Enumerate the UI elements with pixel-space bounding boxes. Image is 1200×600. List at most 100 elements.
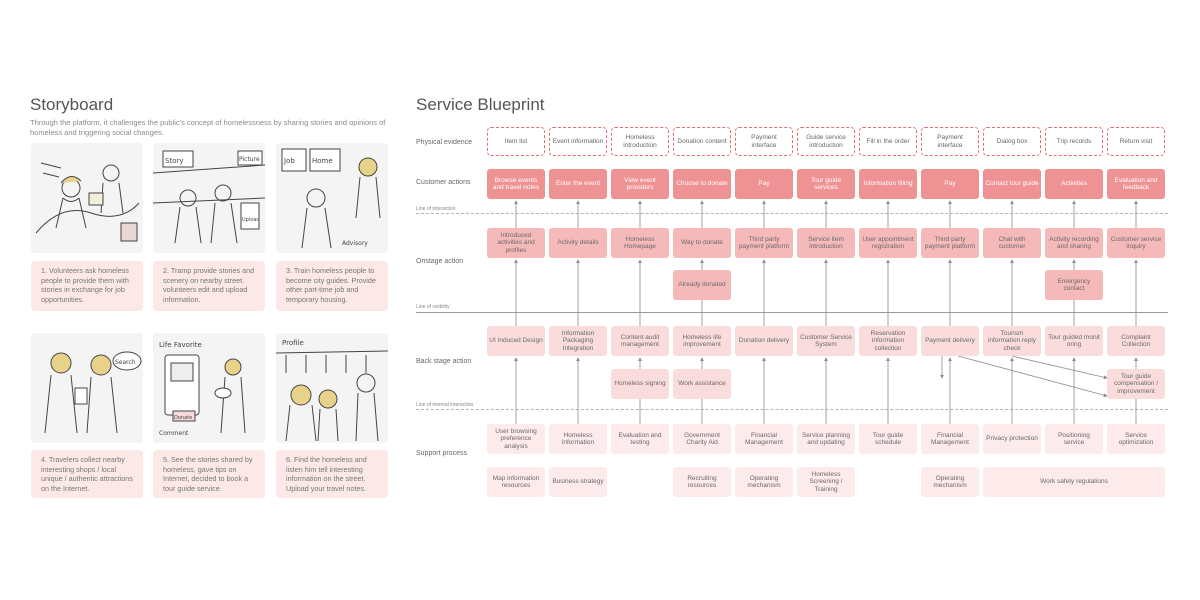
physical-evidence-donation-content: Donation content: [673, 127, 731, 156]
sketch-street-story-illustration: Story Picture Upload: [153, 150, 265, 244]
customer-action-tour-guide: Tour guide services: [797, 169, 855, 199]
storyboard-sketch-1: [31, 143, 143, 253]
line-of-visibility-label: Line of visibility: [416, 304, 450, 310]
customer-action-pay-2: Pay: [921, 169, 979, 199]
support-business-strategy: Business strategy: [549, 467, 607, 497]
svg-text:Donate: Donate: [174, 415, 192, 421]
row-label-onstage: Onstage action: [416, 258, 464, 265]
support-privacy-protection: Privacy protection: [983, 424, 1041, 454]
storyboard-sketch-3: Job Home Advisory: [276, 143, 388, 253]
storyboard-title: Storyboard: [30, 95, 114, 114]
backstage-reservation-info: Reservation information collection: [859, 326, 917, 356]
line-of-interaction-label: Line of interaction: [416, 206, 456, 212]
physical-evidence-fill-order: Fill in the order: [859, 127, 917, 156]
customer-action-contact-guide: Contact tour guide: [983, 169, 1041, 199]
backstage-complaint-collection: Complaint Collection: [1107, 326, 1165, 356]
connector-to-guide-compensation: [1011, 355, 1108, 380]
sketch-volunteer-illustration: [35, 162, 140, 242]
customer-action-enter-event: Enter the event: [549, 169, 607, 199]
storyboard-caption-5: 5. See the stories shared by homeless, g…: [153, 450, 265, 498]
support-user-browsing-analysis: User browsing preference analysis: [487, 424, 545, 454]
support-work-safety: Work safety regulations: [983, 467, 1165, 497]
customer-action-evaluation: Evaluation and feedback: [1107, 169, 1165, 199]
svg-text:Story: Story: [165, 157, 184, 165]
support-homeless-screening: Homeless Screening / Training: [797, 467, 855, 497]
line-of-interaction: [416, 213, 1168, 214]
support-financial-management: Financial Management: [735, 424, 793, 454]
physical-evidence-event-information: Event information: [549, 127, 607, 156]
backstage-guide-compensation: Tour guide compensation / improvement: [1107, 369, 1165, 399]
onstage-already-donated: Already donated: [673, 270, 731, 300]
onstage-customer-service-inquiry: Customer service inquiry: [1107, 228, 1165, 258]
support-financial-management-2: Financial Management: [921, 424, 979, 454]
support-homeless-information: Homeless information: [549, 424, 607, 454]
line-of-internal-interaction: [416, 409, 1168, 410]
svg-text:Job: Job: [283, 157, 295, 165]
physical-evidence-payment-interface: Payment interface: [735, 127, 793, 156]
line-of-visibility: [416, 312, 1168, 313]
storyboard-caption-4: 4. Travelers collect nearby interesting …: [31, 450, 143, 498]
onstage-homeless-homepage: Homeless Homepage: [611, 228, 669, 258]
support-service-optimization: Service optimization: [1107, 424, 1165, 454]
support-tour-guide-schedule: Tour guide schedule: [859, 424, 917, 454]
svg-text:Comment: Comment: [159, 430, 189, 437]
physical-evidence-payment-interface-2: Payment interface: [921, 127, 979, 156]
storyboard-intro: Through the platform, it challenges the …: [30, 118, 386, 137]
onstage-activity-recording: Activity recording and sharing: [1045, 228, 1103, 258]
physical-evidence-item-list: Item list: [487, 127, 545, 156]
customer-action-pay: Pay: [735, 169, 793, 199]
sketch-travelers-search-illustration: Search: [44, 351, 142, 434]
customer-action-info-filling: Information filling: [859, 169, 917, 199]
onstage-way-to-donate: Way to donate: [673, 228, 731, 258]
onstage-introduced-activities: Introduced activities and profiles: [487, 228, 545, 258]
row-label-customer: Customer actions: [416, 179, 471, 186]
onstage-service-item: Service item introduction: [797, 228, 855, 258]
storyboard-sketch-2: Story Picture Upload: [153, 143, 265, 253]
svg-text:Profile: Profile: [282, 339, 304, 347]
support-government-aid: Government Charity Aid: [673, 424, 731, 454]
backstage-homeless-life: Homeless life improvement: [673, 326, 731, 356]
backstage-donation-delivery: Donation delivery: [735, 326, 793, 356]
storyboard-sketch-5: Life Favorite Donate Comment: [153, 333, 265, 443]
physical-evidence-trip-records: Trip records: [1045, 127, 1103, 156]
onstage-third-party-payment: Third party payment platform: [735, 228, 793, 258]
backstage-payment-delivery: Payment delivery: [921, 326, 979, 356]
sketch-app-favorite-illustration: Life Favorite Donate Comment: [159, 341, 246, 437]
physical-evidence-return-visit: Return visit: [1107, 127, 1165, 156]
onstage-user-appointment: User appointment registration: [859, 228, 917, 258]
onstage-activity-details: Activity details: [549, 228, 607, 258]
backstage-homeless-signing: Homeless signing: [611, 369, 669, 399]
onstage-third-party-payment-2: Third party payment platform: [921, 228, 979, 258]
backstage-ui-design: UI Induced Design: [487, 326, 545, 356]
onstage-emergency-contact: Emergency contact: [1045, 270, 1103, 300]
row-label-physical: Physical evidence: [416, 139, 473, 146]
blueprint-title: Service Blueprint: [416, 95, 545, 114]
connector-to-guide-compensation-2: [957, 355, 1108, 398]
svg-text:Search: Search: [115, 359, 136, 366]
support-recruiting-resources: Recruiting resources: [673, 467, 731, 497]
row-label-backstage: Back stage action: [416, 358, 472, 365]
storyboard-caption-1: 1. Volunteers ask homeless people to pro…: [31, 261, 143, 311]
storyboard-caption-2: 2. Tramp provide stories and scenery on …: [153, 261, 265, 311]
storyboard-sketch-4: Search: [31, 333, 143, 443]
backstage-tourism-info-check: Tourism information reply check: [983, 326, 1041, 356]
svg-text:Home: Home: [312, 157, 333, 165]
sketch-street-tour-illustration: Profile: [276, 339, 388, 442]
backstage-work-assistance: Work assistance: [673, 369, 731, 399]
customer-action-activities: Activities: [1045, 169, 1103, 199]
physical-evidence-guide-service: Guide service introduction: [797, 127, 855, 156]
sketch-guide-training-illustration: Job Home Advisory: [281, 148, 381, 249]
physical-evidence-homeless-introduction: Homeless introduction: [611, 127, 669, 156]
svg-text:Picture: Picture: [239, 156, 260, 163]
storyboard-sketch-6: Profile: [276, 333, 388, 443]
customer-action-view-providers: View event providers: [611, 169, 669, 199]
storyboard-caption-3: 3. Train homeless people to become city …: [276, 261, 388, 311]
svg-text:Upload: Upload: [242, 217, 260, 223]
row-label-support: Support process: [416, 450, 467, 457]
backstage-info-packaging: Information Packaging Integration: [549, 326, 607, 356]
backstage-customer-service-system: Customer Service System: [797, 326, 855, 356]
support-service-planning: Service planning and updating: [797, 424, 855, 454]
support-positioning-service: Positioning service: [1045, 424, 1103, 454]
support-map-information: Map information resources: [487, 467, 545, 497]
svg-text:Advisory: Advisory: [342, 240, 368, 247]
